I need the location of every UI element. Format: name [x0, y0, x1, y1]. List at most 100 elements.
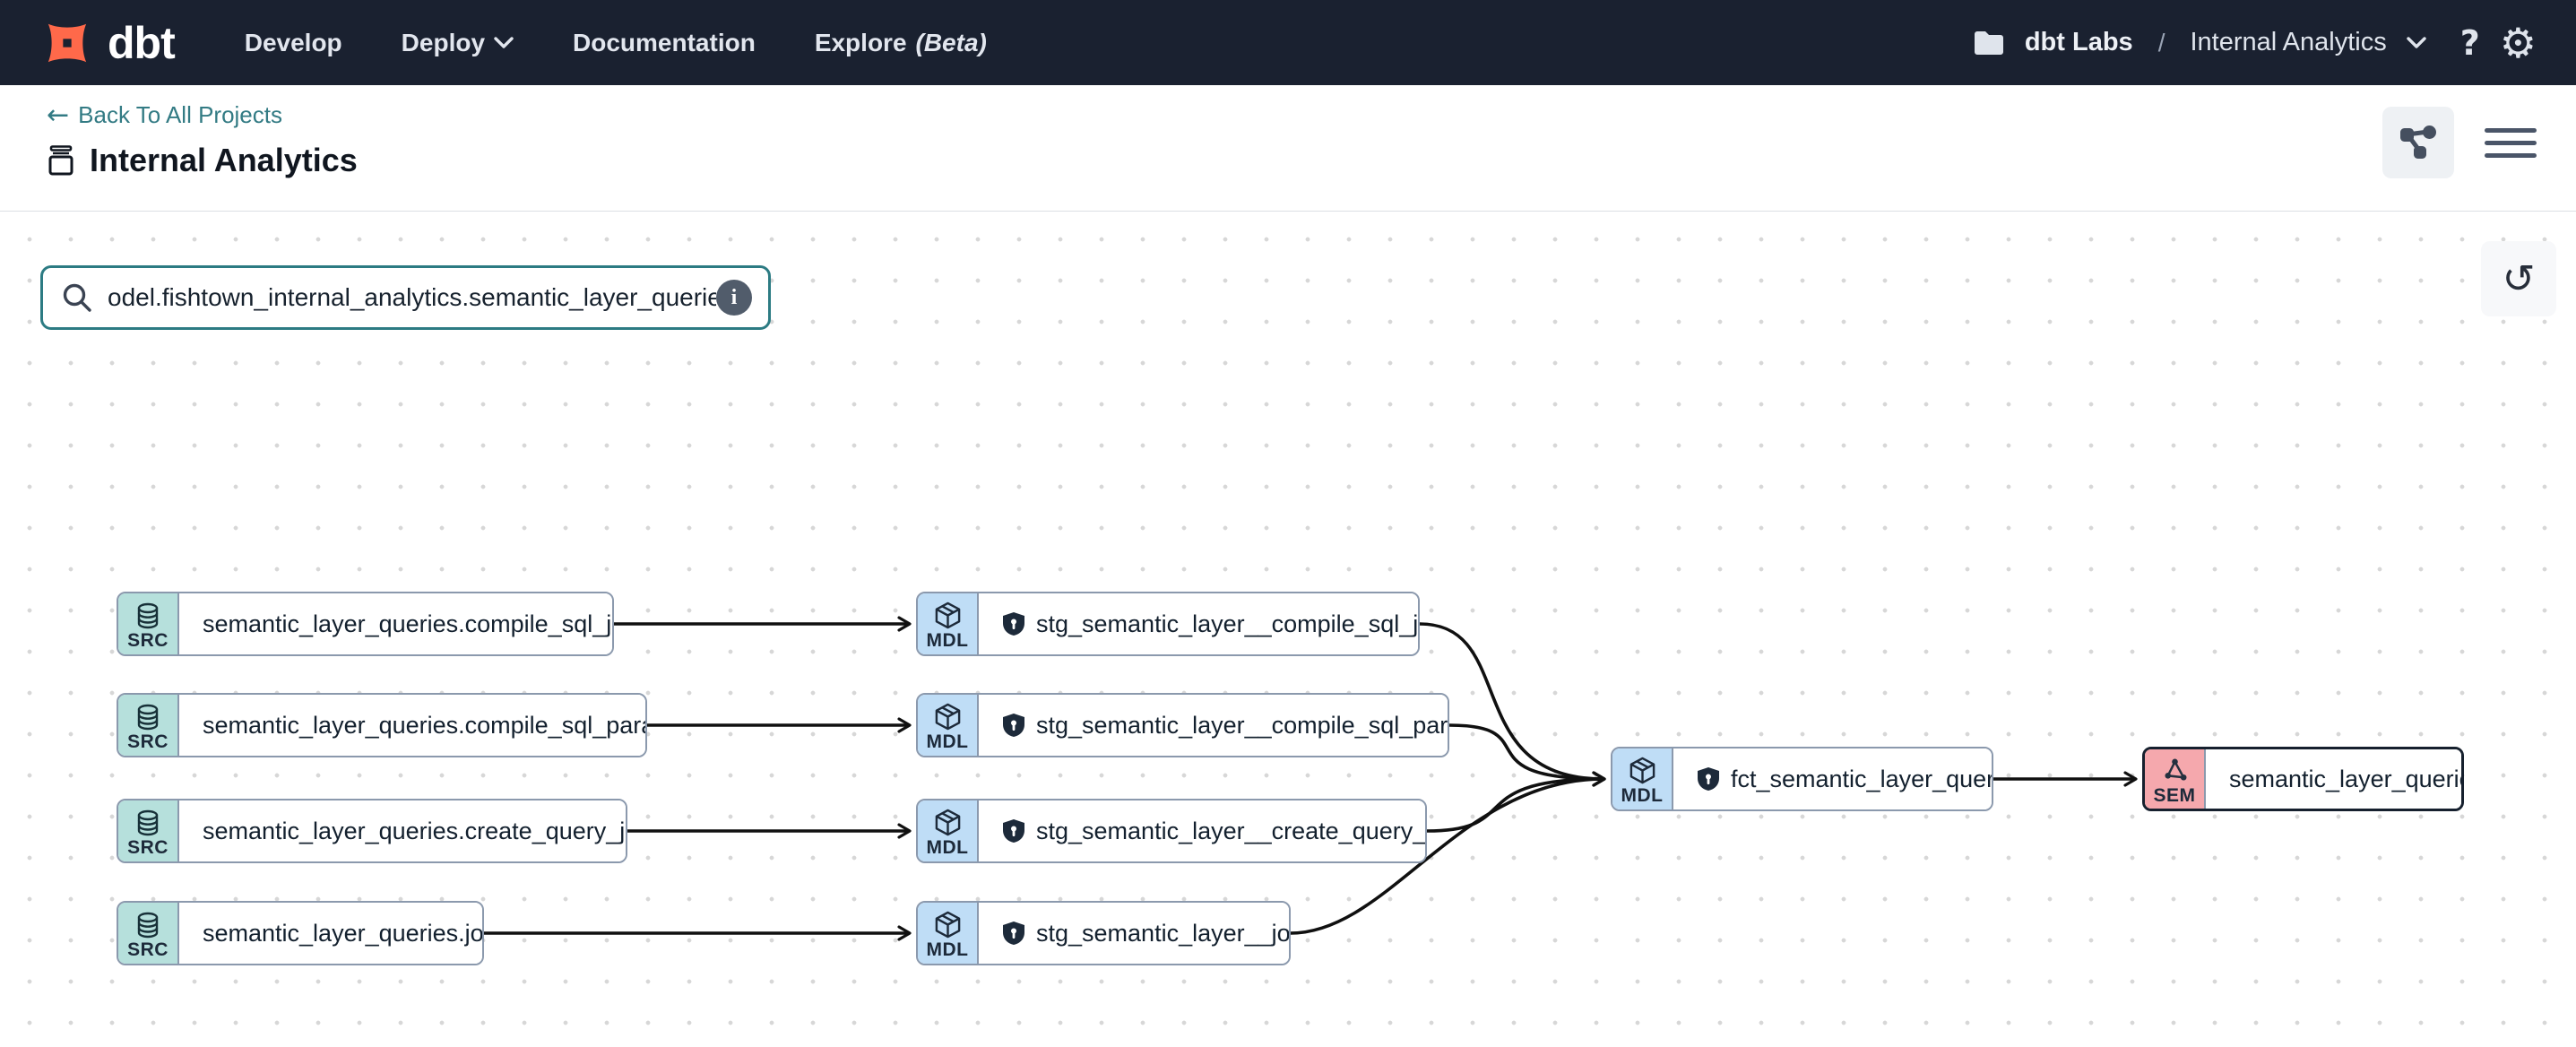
node-stg_compile_sql_jobs[interactable]: MDL stg_semantic_layer__compile_sql_jobs [916, 592, 1420, 656]
database-icon [137, 704, 159, 730]
database-icon [137, 602, 159, 628]
folder-icon [1974, 30, 2003, 55]
edge-stg_compile_sql_jobs-to-fct_semantic_layer_queries [1419, 622, 1606, 787]
help-button[interactable]: ? [2460, 23, 2480, 63]
node-body: semantic_layer_queries.compile_sql_jobs [179, 593, 614, 654]
node-label: stg_semantic_layer__jobs [1036, 919, 1291, 947]
node-src_create_query_jobs[interactable]: SRC semantic_layer_queries.create_query_j… [117, 799, 627, 863]
node-badge-src: SRC [118, 800, 179, 861]
shield-icon [1698, 767, 1719, 791]
node-src_compile_sql_params[interactable]: SRC semantic_layer_queries.compile_sql_pa… [117, 693, 647, 757]
lineage-view-button[interactable] [2382, 107, 2454, 178]
node-body: semantic_layer_queries [2206, 749, 2461, 809]
node-badge-mdl: MDL [1612, 748, 1673, 809]
shield-icon [1003, 922, 1024, 945]
node-semantic_layer_queries[interactable]: SEM semantic_layer_queries [2142, 747, 2464, 811]
node-body: stg_semantic_layer__compile_sql_jobs [979, 593, 1420, 654]
node-label: stg_semantic_layer__compile_sql_jobs [1036, 610, 1420, 637]
node-badge-mdl: MDL [918, 800, 979, 861]
menu-button[interactable] [2485, 123, 2537, 163]
cube-icon [935, 703, 960, 731]
top-navbar: dbt Develop Deploy Documentation Explore… [0, 0, 2576, 85]
shield-icon [1003, 714, 1024, 737]
main-nav: Develop Deploy Documentation Explore (Be… [245, 29, 1973, 57]
gear-icon: ⚙ [2499, 18, 2537, 67]
node-stg_jobs[interactable]: MDL stg_semantic_layer__jobs [916, 901, 1291, 965]
node-type-label: MDL [926, 939, 969, 960]
node-fct_semantic_layer_queries[interactable]: MDL fct_semantic_layer_queries [1611, 747, 1993, 811]
reset-view-button[interactable]: ↺ [2481, 241, 2556, 316]
node-label: stg_semantic_layer__create_query_jobs [1036, 817, 1427, 844]
edge-stg_compile_sql_params-to-fct_semantic_layer_queries [1448, 723, 1606, 787]
cube-icon [935, 601, 960, 629]
node-stg_compile_sql_params[interactable]: MDL stg_semantic_layer__compile_sql_param… [916, 693, 1449, 757]
node-type-label: SRC [127, 731, 169, 752]
node-body: fct_semantic_layer_queries [1673, 748, 1992, 809]
info-icon[interactable]: i [716, 280, 752, 316]
chevron-down-icon [494, 36, 514, 48]
breadcrumb-project[interactable]: Internal Analytics [2190, 28, 2387, 56]
edge-stg_jobs-to-fct_semantic_layer_queries [1290, 771, 1606, 935]
nav-item-explore[interactable]: Explore (Beta) [814, 28, 987, 56]
semantic-layer-icon [2164, 758, 2186, 781]
node-stg_create_query_jobs[interactable]: MDL stg_semantic_layer__create_query_jobs [916, 799, 1427, 863]
nav-item-documentation[interactable]: Documentation [573, 28, 756, 56]
back-arrow-icon: ← [47, 99, 70, 131]
node-body: stg_semantic_layer__create_query_jobs [979, 800, 1427, 861]
nav-item-develop[interactable]: Develop [244, 28, 342, 56]
lineage-canvas[interactable]: odel.fishtown_internal_analytics.semanti… [0, 211, 2576, 1047]
lineage-icon [2400, 125, 2436, 159]
shield-icon [1003, 612, 1024, 636]
lineage-edges [484, 616, 2138, 941]
node-src_jobs[interactable]: SRC semantic_layer_queries.jobs [117, 901, 484, 965]
node-body: stg_semantic_layer__jobs [979, 903, 1291, 964]
database-icon [137, 809, 159, 835]
node-type-label: SRC [127, 939, 169, 960]
database-icon [137, 912, 159, 938]
node-badge-src: SRC [118, 903, 179, 964]
page-header: ← Back To All Projects Internal Analytic… [0, 85, 2576, 211]
cube-icon [1629, 757, 1655, 784]
breadcrumb-account[interactable]: dbt Labs [2024, 28, 2133, 56]
dbt-logo-text: dbt [108, 17, 176, 68]
node-type-label: MDL [1621, 785, 1664, 806]
search-bar[interactable]: odel.fishtown_internal_analytics.semanti… [40, 265, 771, 330]
node-label: stg_semantic_layer__compile_sql_params [1036, 711, 1449, 739]
shield-icon [1003, 819, 1024, 843]
search-input[interactable]: odel.fishtown_internal_analytics.semanti… [108, 283, 716, 311]
back-to-projects-link[interactable]: ← Back To All Projects [47, 99, 282, 131]
node-type-label: MDL [926, 731, 969, 752]
search-icon [63, 283, 91, 312]
node-label: semantic_layer_queries.compile_sql_jobs [203, 610, 614, 637]
node-badge-sem: SEM [2145, 749, 2206, 809]
node-type-label: MDL [926, 630, 969, 651]
node-type-label: SRC [127, 836, 169, 858]
reset-icon: ↺ [2502, 255, 2536, 302]
dbt-logo[interactable]: dbt [39, 15, 176, 71]
node-label: semantic_layer_queries.compile_sql_param… [203, 711, 647, 739]
hamburger-icon [2485, 127, 2537, 133]
beta-tag: (Beta) [915, 28, 987, 56]
node-badge-src: SRC [118, 695, 179, 756]
node-badge-mdl: MDL [918, 903, 979, 964]
node-badge-mdl: MDL [918, 593, 979, 654]
breadcrumb-separator: / [2157, 28, 2165, 56]
project-box-icon [48, 145, 73, 176]
node-badge-src: SRC [118, 593, 179, 654]
node-src_compile_sql_jobs[interactable]: SRC semantic_layer_queries.compile_sql_jo… [117, 592, 614, 656]
project-chevron-down-icon[interactable] [2407, 36, 2426, 49]
node-body: stg_semantic_layer__compile_sql_params [979, 695, 1449, 756]
cube-icon [935, 911, 960, 939]
node-label: fct_semantic_layer_queries [1731, 765, 1992, 792]
node-label: semantic_layer_queries.create_query_jobs [203, 817, 627, 844]
cube-icon [935, 809, 960, 836]
nav-item-deploy[interactable]: Deploy [402, 29, 514, 57]
node-body: semantic_layer_queries.jobs [179, 903, 482, 964]
node-type-label: MDL [926, 837, 969, 858]
help-icon: ? [2459, 22, 2480, 63]
navbar-right: dbt Labs / Internal Analytics ? ⚙ [1973, 19, 2537, 67]
edge-stg_create_query_jobs-to-fct_semantic_layer_queries [1426, 771, 1606, 833]
dbt-logo-icon [48, 23, 87, 62]
settings-button[interactable]: ⚙ [2500, 19, 2537, 67]
node-type-label: SEM [2153, 785, 2196, 806]
